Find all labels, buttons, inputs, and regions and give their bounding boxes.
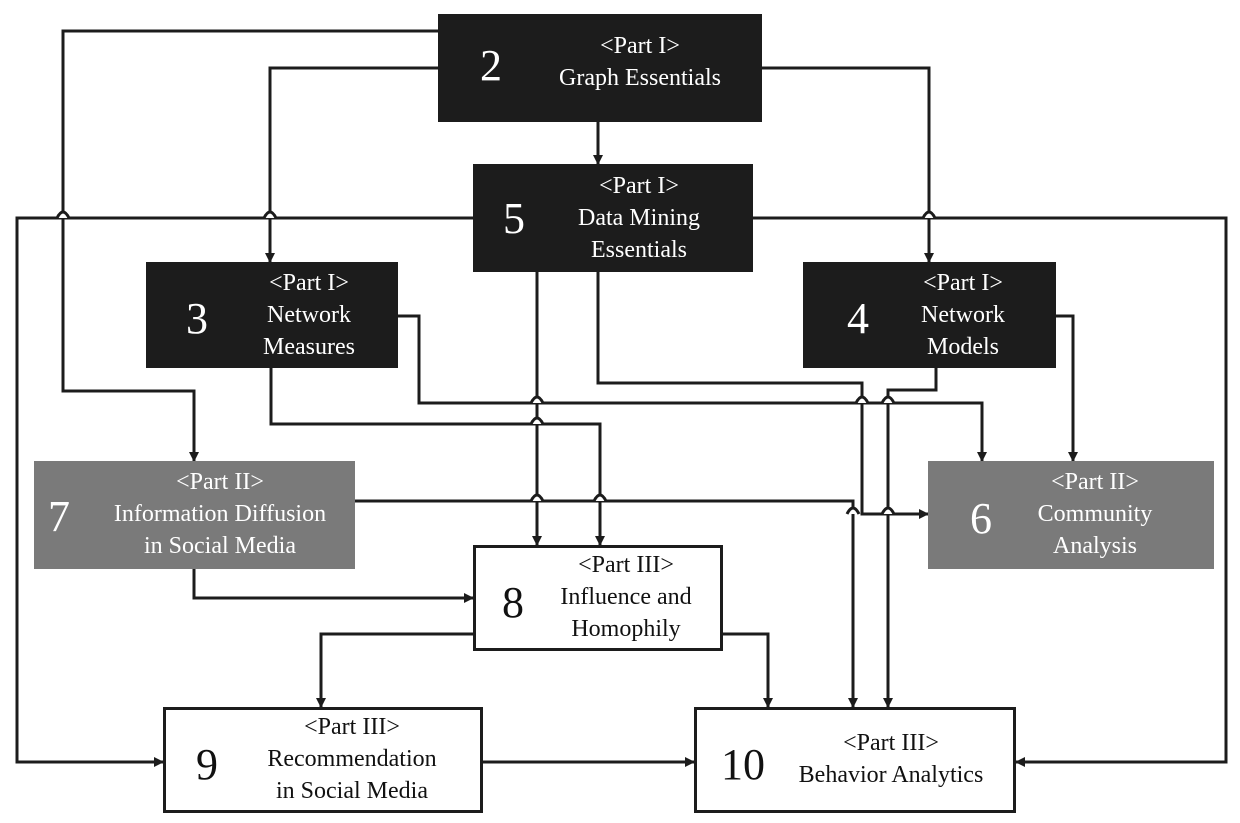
edge-5-to-9 bbox=[15, 216, 473, 767]
chapter-title: Network bbox=[267, 302, 351, 328]
chapter-label: <Part II> Community Analysis bbox=[1020, 466, 1170, 562]
chapter-number: 10 bbox=[721, 740, 765, 789]
chapter-title-line2: in Social Media bbox=[144, 533, 296, 559]
chapter-node-8: 8 <Part III> Influence and Homophily bbox=[473, 545, 723, 651]
edge-8-to-10 bbox=[722, 632, 773, 708]
chapter-label: <Part I> Data Mining Essentials bbox=[549, 170, 729, 266]
edge-5-to-10 bbox=[753, 216, 1228, 767]
edge-7-to-8 bbox=[192, 569, 474, 603]
chapter-node-2: 2 <Part I> Graph Essentials bbox=[438, 14, 762, 122]
chapter-title: Recommendation bbox=[267, 746, 437, 772]
part-label: <Part III> bbox=[843, 730, 939, 756]
chapter-number: 5 bbox=[503, 194, 525, 243]
chapter-title: Behavior Analytics bbox=[798, 762, 984, 788]
chapter-label: <Part I> Network Models bbox=[888, 267, 1038, 363]
chapter-title: Influence and bbox=[560, 584, 692, 610]
chapter-node-6: 6 <Part II> Community Analysis bbox=[928, 461, 1214, 569]
edge-7-to-10 bbox=[355, 499, 858, 708]
part-label: <Part I> bbox=[923, 270, 1003, 296]
chapter-title-line2: in Social Media bbox=[276, 778, 428, 804]
chapter-number: 7 bbox=[48, 492, 70, 541]
edge-4-to-6 bbox=[1056, 314, 1078, 462]
chapter-node-3: 3 <Part I> Network Measures bbox=[146, 262, 398, 368]
chapter-title: Graph Essentials bbox=[559, 65, 721, 91]
chapter-node-9: 9 <Part III> Recommendation in Social Me… bbox=[163, 707, 483, 813]
chapter-number: 2 bbox=[480, 41, 502, 90]
edge-2-to-3 bbox=[265, 66, 440, 263]
chapter-title-line2: Measures bbox=[263, 334, 355, 360]
chapter-title: Data Mining bbox=[578, 205, 700, 231]
chapter-number: 9 bbox=[196, 740, 218, 789]
edge-4-to-10 bbox=[883, 368, 938, 708]
chapter-title: Community bbox=[1037, 501, 1153, 527]
chapter-node-4: 4 <Part I> Network Models bbox=[803, 262, 1056, 368]
chapter-title-line2: Essentials bbox=[591, 237, 687, 263]
chapter-title-line2: Analysis bbox=[1053, 533, 1137, 559]
chapter-title: Information Diffusion bbox=[113, 501, 327, 527]
chapter-number: 3 bbox=[186, 294, 208, 343]
chapter-label: <Part II> Information Diffusion in Socia… bbox=[92, 466, 348, 562]
part-label: <Part III> bbox=[304, 714, 400, 740]
chapter-title-line2: Models bbox=[927, 334, 999, 360]
chapter-node-5: 5 <Part I> Data Mining Essentials bbox=[473, 164, 753, 272]
chapter-title: Network bbox=[921, 302, 1005, 328]
part-label: <Part III> bbox=[578, 552, 674, 578]
chapter-number: 6 bbox=[970, 494, 992, 543]
chapter-label: <Part III> Influence and Homophily bbox=[544, 549, 708, 645]
chapter-label: <Part I> Graph Essentials bbox=[540, 30, 740, 94]
part-label: <Part II> bbox=[1051, 469, 1139, 495]
chapter-number: 4 bbox=[847, 294, 869, 343]
crossing-bumps bbox=[55, 210, 937, 515]
chapter-number: 8 bbox=[502, 578, 524, 627]
part-label: <Part I> bbox=[599, 173, 679, 199]
edge-2-to-4 bbox=[760, 66, 934, 263]
chapter-label: <Part III> Recommendation in Social Medi… bbox=[252, 711, 452, 807]
chapter-label: <Part III> Behavior Analytics bbox=[785, 727, 997, 791]
chapter-node-10: 10 <Part III> Behavior Analytics bbox=[694, 707, 1016, 813]
edge-2-to-7 bbox=[61, 29, 440, 462]
part-label: <Part I> bbox=[600, 33, 680, 59]
chapter-label: <Part I> Network Measures bbox=[234, 267, 384, 363]
chapter-title-line2: Homophily bbox=[571, 616, 681, 642]
chapter-node-7: 7 <Part II> Information Diffusion in Soc… bbox=[34, 461, 355, 569]
part-label: <Part II> bbox=[176, 469, 264, 495]
edge-3-to-6 bbox=[398, 314, 987, 462]
part-label: <Part I> bbox=[269, 270, 349, 296]
edge-8-to-9 bbox=[316, 632, 475, 708]
edge-3-to-8 bbox=[269, 368, 605, 546]
